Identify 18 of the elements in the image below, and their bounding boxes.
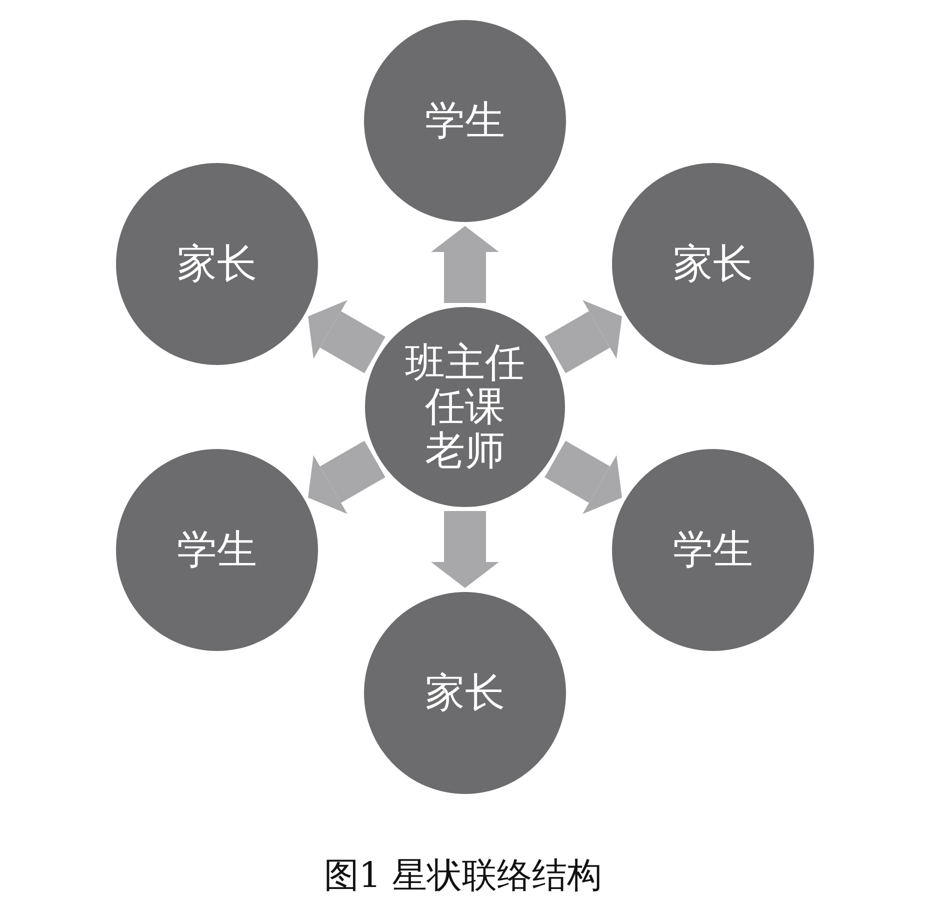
- role-circle: [116, 449, 318, 651]
- role-circle: [612, 449, 814, 651]
- node-label: 学生: [673, 528, 753, 572]
- node-label: 任课老师: [424, 385, 506, 473]
- role-circle: [365, 307, 565, 507]
- node-label: 家长: [177, 242, 257, 286]
- caption: 图1 星状联络结构: [324, 855, 602, 898]
- node-label: 班主任: [405, 341, 525, 385]
- role-circle: [364, 20, 566, 222]
- node-label: 学生: [177, 528, 257, 572]
- node-label: 家长: [425, 671, 505, 715]
- arrow: [431, 226, 499, 303]
- role-circle: [364, 592, 566, 794]
- node-label: 家长: [673, 242, 753, 286]
- arrow: [431, 511, 499, 588]
- role-circle: [612, 163, 814, 365]
- role-circle: [116, 163, 318, 365]
- node-label: 学生: [425, 99, 505, 143]
